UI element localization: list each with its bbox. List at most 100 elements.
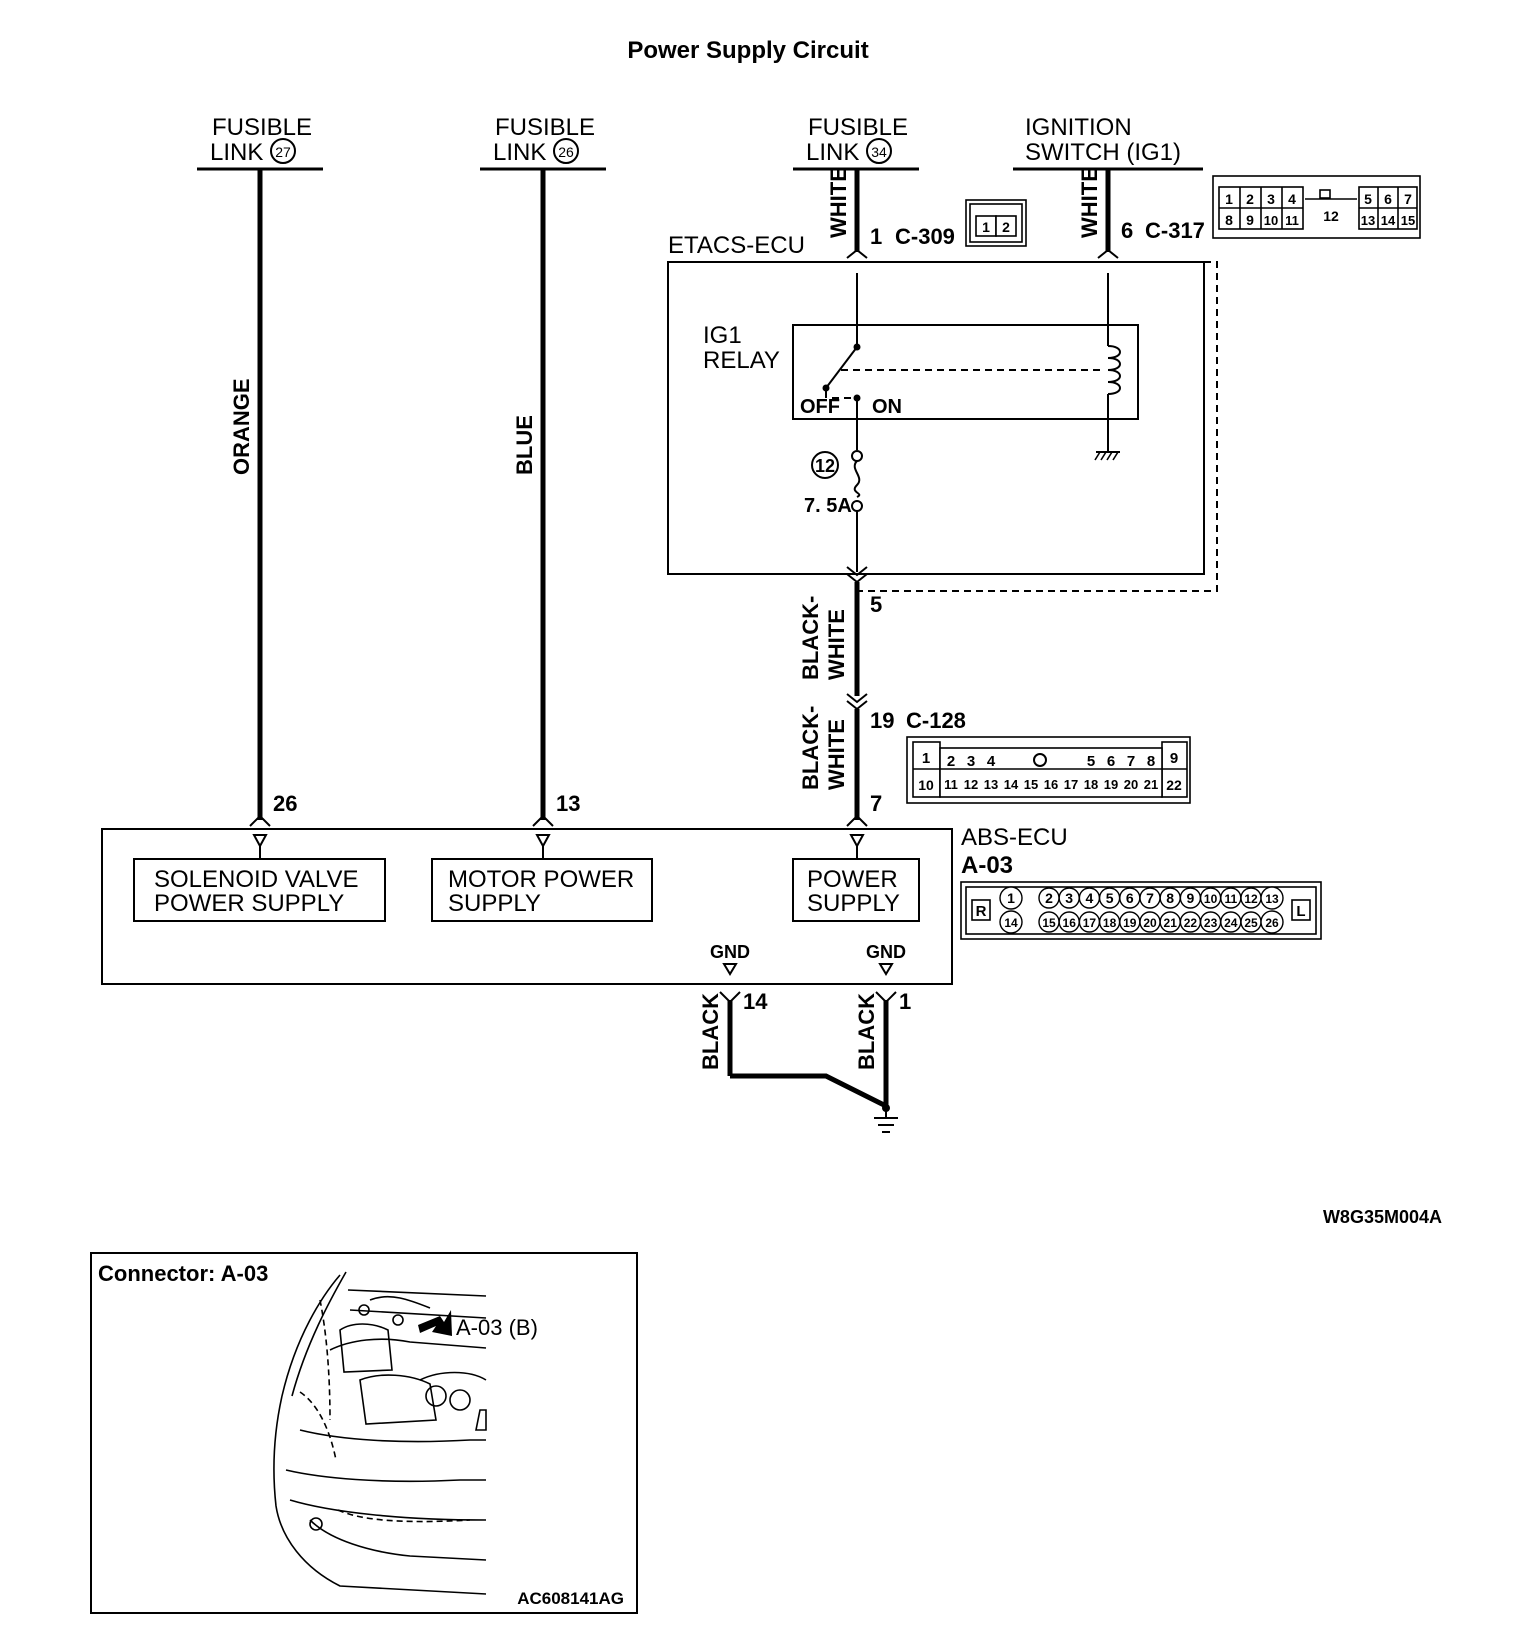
c128-cell-17: 17: [1064, 777, 1078, 792]
relay-coil-icon: [1107, 345, 1121, 395]
ignition-switch-line2: SWITCH (IG1): [1025, 139, 1181, 166]
a03-pin-17: 17: [1083, 916, 1097, 930]
a03-pin-circle-13: [1260, 886, 1284, 910]
ig1-relay-line1: IG1: [703, 322, 742, 349]
engine-bay-illustration: [273, 1271, 487, 1595]
black-white-1a-label: BLACK-: [798, 596, 823, 680]
a03-pin-25: 25: [1244, 916, 1258, 930]
c128-cell-4: 4: [987, 753, 996, 770]
c128-center-block: [939, 747, 1163, 798]
fuse-rating: 7. 5A: [804, 495, 852, 517]
a03-pin-13: 13: [1265, 892, 1279, 906]
c317-cell-6: 6: [1384, 191, 1392, 207]
solenoid-line1: SOLENOID VALVE: [154, 866, 359, 893]
inset-box: [90, 1252, 638, 1614]
coil-ground-icon: [1094, 451, 1120, 461]
inset-callout-arrow-icon: [418, 1310, 452, 1336]
a03-pin-19: 19: [1123, 916, 1137, 930]
orange-wire-terminal: [249, 814, 271, 827]
c128-label: C-128: [906, 708, 966, 733]
a03-pin-21: 21: [1164, 916, 1178, 930]
black-white-2a-label: BLACK-: [798, 706, 823, 790]
black-1-label: BLACK: [698, 993, 723, 1070]
fusible-link-27-circle: [270, 138, 296, 164]
white-wire-1-label: WHITE: [826, 167, 851, 238]
fusible-link-26-circle: [553, 138, 579, 164]
a03-r-tag: R: [976, 903, 987, 920]
fusible-link-34-circle: [866, 138, 892, 164]
c128-cell-19: 19: [1104, 777, 1118, 792]
fusible-link-26-line1: FUSIBLE: [495, 114, 595, 141]
gnd-14-terminal: [719, 991, 741, 1004]
motor-line2: SUPPLY: [448, 890, 541, 917]
a03-pin-15: 15: [1042, 916, 1056, 930]
etacs-harness-dashed: [857, 261, 1218, 592]
a03-pin-20: 20: [1143, 916, 1157, 930]
power-line1: POWER: [807, 866, 898, 893]
fusible-link-34-line1: FUSIBLE: [808, 114, 908, 141]
a03-pin-24: 24: [1224, 916, 1238, 930]
c317-cell-3: 3: [1267, 191, 1275, 207]
fusible-link-34-line2: LINK: [806, 139, 859, 166]
black-white-2b-label: WHITE: [824, 719, 849, 790]
c317-cell-1: 1: [1225, 191, 1233, 207]
fusible-link-26-line2: LINK: [493, 139, 546, 166]
relay-off-label: OFF: [800, 396, 840, 418]
c128-cell-20: 20: [1124, 777, 1138, 792]
a03-pin-26: 26: [1265, 916, 1279, 930]
a03-pin-circle-1: [999, 886, 1023, 910]
a03-pin-18: 18: [1103, 916, 1117, 930]
a03-pin-22: 22: [1184, 916, 1198, 930]
chassis-ground-icon: [874, 1108, 898, 1133]
c128-cell-18: 18: [1084, 777, 1098, 792]
ig1-relay-line2: RELAY: [703, 347, 780, 374]
black-white-1b-label: WHITE: [824, 609, 849, 680]
motor-line1: MOTOR POWER: [448, 866, 634, 893]
c128-cell-21: 21: [1144, 777, 1158, 792]
c317-label: C-317: [1145, 218, 1205, 243]
c317-cell-4: 4: [1288, 191, 1296, 207]
c128-cell-3: 3: [967, 753, 975, 770]
c317-cell-13: 13: [1361, 213, 1375, 228]
relay-switch-blade: [825, 346, 858, 389]
c128-cell-15: 15: [1024, 777, 1038, 792]
gnd-right-arrow: [878, 963, 894, 976]
c309-terminal-top: [846, 248, 868, 259]
a03-pin-7: 7: [1146, 890, 1154, 906]
fusible-link-26: FUSIBLE LINK 26: [480, 114, 606, 171]
c317-cell-5: 5: [1364, 191, 1372, 207]
a03-pin-5: 5: [1106, 890, 1114, 906]
blue-wire-label: BLUE: [512, 415, 537, 475]
inset-callout: A-03 (B): [456, 1315, 538, 1340]
c128-cell-10: 10: [918, 777, 934, 793]
gnd-pin-14: 14: [743, 989, 768, 1014]
pin-7: 7: [870, 791, 882, 816]
c317-cell-7: 7: [1404, 191, 1412, 207]
diagram-title: Power Supply Circuit: [627, 37, 868, 64]
fusible-link-27: FUSIBLE LINK 27: [197, 114, 323, 171]
a03-pin-16: 16: [1063, 916, 1077, 930]
ignition-switch-line1: IGNITION: [1025, 114, 1132, 141]
c317-cell-9: 9: [1246, 212, 1254, 228]
c128-cell-8: 8: [1147, 753, 1155, 770]
a03-pin-10: 10: [1204, 892, 1218, 906]
a03-pin-circle-14: [999, 910, 1023, 934]
c128-pin: 19: [870, 708, 894, 733]
c317-key: [1319, 189, 1331, 199]
fuse-icon: [853, 460, 861, 498]
power-input-arrow: [849, 834, 865, 849]
blue-wire-terminal: [532, 814, 554, 827]
gnd-right-label: GND: [866, 942, 906, 962]
white-wire-2-label: WHITE: [1077, 167, 1102, 238]
power-supply-box: [792, 858, 920, 922]
etacs-out-pin: 5: [870, 592, 882, 617]
a03-pin-9: 9: [1187, 890, 1195, 906]
fusible-link-34-number: 34: [871, 144, 887, 160]
connector-c128: 1 2 3 4 5 6 7 8 9 10 11 12 13 14 15 16 1…: [906, 736, 1191, 804]
pin-26: 26: [273, 791, 297, 816]
c128-cell-5: 5: [1087, 753, 1095, 770]
orange-wire-label: ORANGE: [229, 378, 254, 475]
abs-ecu-label: ABS-ECU: [961, 824, 1068, 851]
a03-pin-11: 11: [1224, 892, 1237, 906]
